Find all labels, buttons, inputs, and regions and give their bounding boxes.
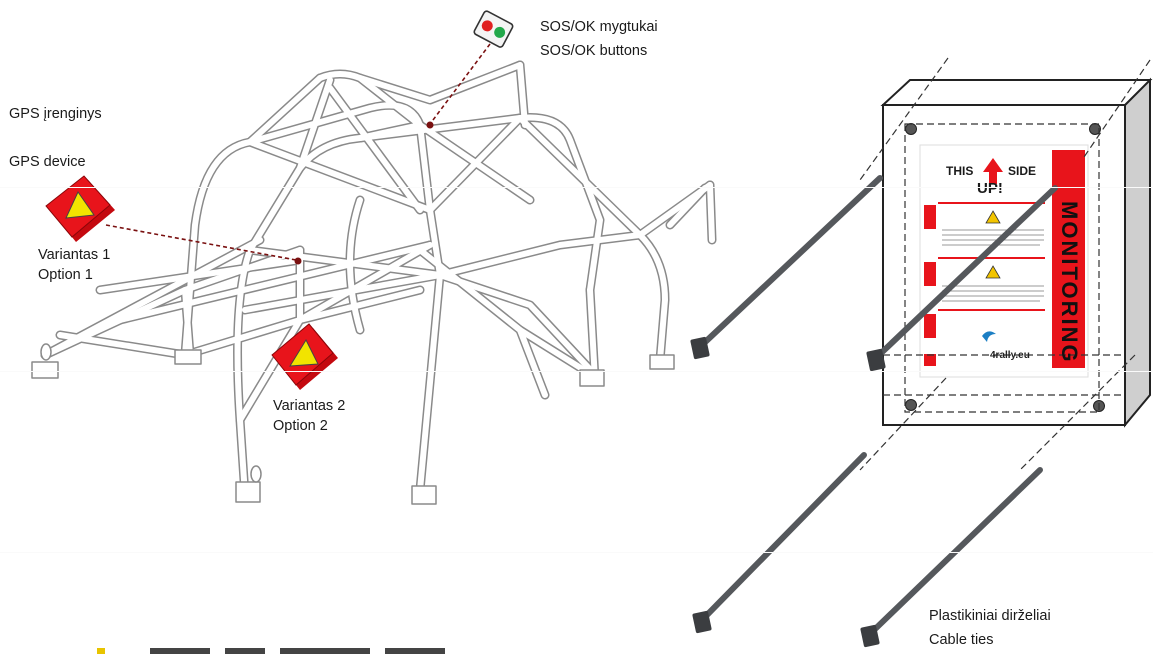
- scan-seam: [0, 371, 1153, 372]
- side-text: SIDE: [1008, 164, 1037, 178]
- gps-device-label-en: GPS device: [9, 154, 86, 170]
- roll-cage-illustration: [31, 60, 717, 505]
- device-up-label: UP!: [977, 181, 1003, 197]
- device-logo: 4rally.eu: [990, 350, 1030, 361]
- option-1-label-en: Option 1: [38, 267, 93, 283]
- sos-ok-label: SOS/OK mygtukai SOS/OK buttons: [540, 17, 658, 61]
- cable-ties-label-en: Cable ties: [929, 632, 994, 648]
- option-2-label-lt: Variantas 2: [273, 398, 346, 414]
- cable-ties-label: Plastikiniai dirželiai Cable ties: [929, 606, 1051, 650]
- cable-tie-1: [690, 175, 883, 360]
- device-this-side-label: THIS: [946, 164, 973, 178]
- scan-seam: [0, 187, 1153, 188]
- option-1-label-lt: Variantas 1: [38, 247, 111, 263]
- gps-device-label-lt: GPS įrenginys: [9, 106, 102, 122]
- scan-seam: [0, 552, 1153, 553]
- cropped-caption-fragment: [97, 648, 105, 654]
- sos-ok-label-en: SOS/OK buttons: [540, 43, 648, 59]
- device-box-illustration: [859, 57, 1153, 471]
- cable-tie-4: [860, 467, 1043, 648]
- cable-tie-2: [866, 185, 1058, 372]
- cable-ties: [690, 175, 1058, 648]
- sos-ok-label-lt: SOS/OK mygtukai: [540, 19, 658, 35]
- sos-ok-button-module: [473, 10, 514, 48]
- cable-tie-3: [692, 452, 867, 634]
- option-1-label: Variantas 1 Option 1: [38, 245, 110, 285]
- option-2-label: Variantas 2 Option 2: [273, 396, 345, 436]
- leader-lines: [105, 43, 491, 265]
- up-text: UP!: [977, 180, 1003, 197]
- cable-ties-label-lt: Plastikiniai dirželiai: [929, 608, 1051, 624]
- gps-device-option-2: [271, 323, 338, 390]
- device-brand-vertical: MONITORING: [1057, 201, 1082, 364]
- this-text: THIS: [946, 164, 974, 178]
- gps-device-option-1: [45, 175, 115, 242]
- device-side-label: SIDE: [1008, 164, 1036, 178]
- option-2-label-en: Option 2: [273, 418, 328, 434]
